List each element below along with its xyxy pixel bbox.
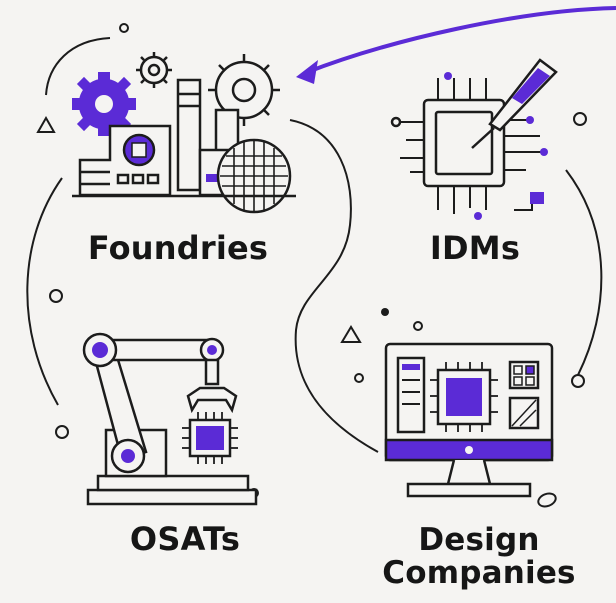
design-companies-label: Design Companies: [372, 524, 586, 589]
purple-gear-icon: [72, 72, 136, 136]
center-s-curve: [289, 119, 379, 453]
wafer-icon: [216, 138, 292, 214]
robotic-arm-icon: [82, 332, 258, 506]
left-arc-end-dot: [55, 425, 69, 439]
small-gear-icon: [136, 52, 172, 88]
foundries-label: Foundries: [87, 229, 269, 267]
right-arc: [565, 169, 603, 376]
factory-icon: [72, 52, 296, 214]
computer-monitor-icon: [384, 342, 554, 498]
idms-label: IDMs: [429, 229, 521, 267]
flow-arrow: [296, 6, 616, 84]
design-companies-label-line1: Design: [418, 522, 540, 558]
left-arc: [26, 177, 63, 406]
osats-label: OSATs: [129, 520, 241, 558]
probe-pen-icon: [471, 58, 558, 149]
chip-with-probe-icon: [390, 58, 558, 220]
top-left-arc: [45, 37, 111, 96]
cycle-connectors: [26, 37, 603, 453]
right-arc-end-dot: [571, 374, 585, 388]
design-companies-label-line2: Companies: [382, 554, 576, 591]
